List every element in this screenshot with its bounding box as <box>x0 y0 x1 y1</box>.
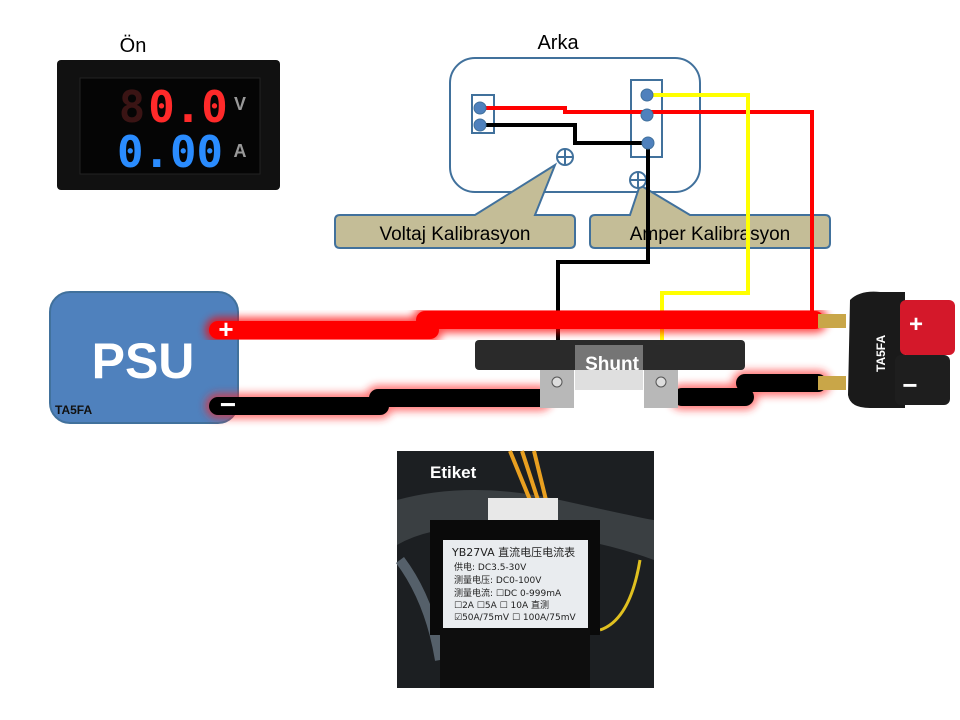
photo-label-line: ☐2A ☐5A ☐ 10A 直测 <box>454 599 549 611</box>
psu-model: TA5FA <box>55 403 92 417</box>
current-unit: A <box>234 141 247 161</box>
positive-main-wire <box>205 307 828 343</box>
psu-plus-sign: + <box>218 314 233 344</box>
shunt-resistor: Shunt <box>475 340 745 408</box>
voltage-reading: 0.0 <box>148 82 227 133</box>
voltage-calibration-label: Voltaj Kalibrasyon <box>379 224 530 245</box>
psu-minus-sign: − <box>220 389 236 420</box>
photo-label-line: ☑50A/75mV ☐ 100A/75mV <box>454 613 576 623</box>
voltage-dim-digit: 8 <box>119 82 146 133</box>
photo-label-line: 测量电压: DC0-100V <box>454 574 542 586</box>
psu-box: PSU TA5FA <box>49 291 239 424</box>
post-minus-sign: − <box>902 370 917 400</box>
voltage-calibration-callout: Voltaj Kalibrasyon <box>334 162 576 249</box>
photo-label-line: 测量电流: ☐DC 0-999mA <box>454 587 562 599</box>
calibration-screw-icons <box>556 148 647 189</box>
photo-label-line: 供电: DC3.5-30V <box>454 561 527 573</box>
red-sense-wire <box>480 106 814 322</box>
front-title: Ön <box>120 35 147 57</box>
current-calibration-label: Amper Kalibrasyon <box>630 224 791 245</box>
current-calibration-callout: Amper Kalibrasyon <box>589 183 831 249</box>
psu-label: PSU <box>92 333 195 389</box>
label-photo: Etiket YB27VA 直流电压电流表 供电: DC3.5-30V 测量电压… <box>395 450 654 688</box>
photo-label-line: YB27VA 直流电压电流表 <box>451 545 575 559</box>
voltage-unit: V <box>234 94 246 114</box>
terminal-dots <box>473 88 655 150</box>
binding-post: + − TA5FA <box>818 291 955 408</box>
shunt-label: Shunt <box>585 354 639 375</box>
post-model: TA5FA <box>874 335 888 372</box>
negative-main-wire <box>205 370 831 419</box>
back-title: Arka <box>537 32 579 54</box>
current-reading: 0.00 <box>117 127 223 178</box>
post-plus-sign: + <box>909 311 923 338</box>
photo-label-text: YB27VA 直流电压电流表 供电: DC3.5-30V 测量电压: DC0-1… <box>451 545 576 623</box>
panel-meter-front: 8 0.0 V 0.00 A <box>57 60 280 190</box>
photo-title: Etiket <box>430 463 477 482</box>
